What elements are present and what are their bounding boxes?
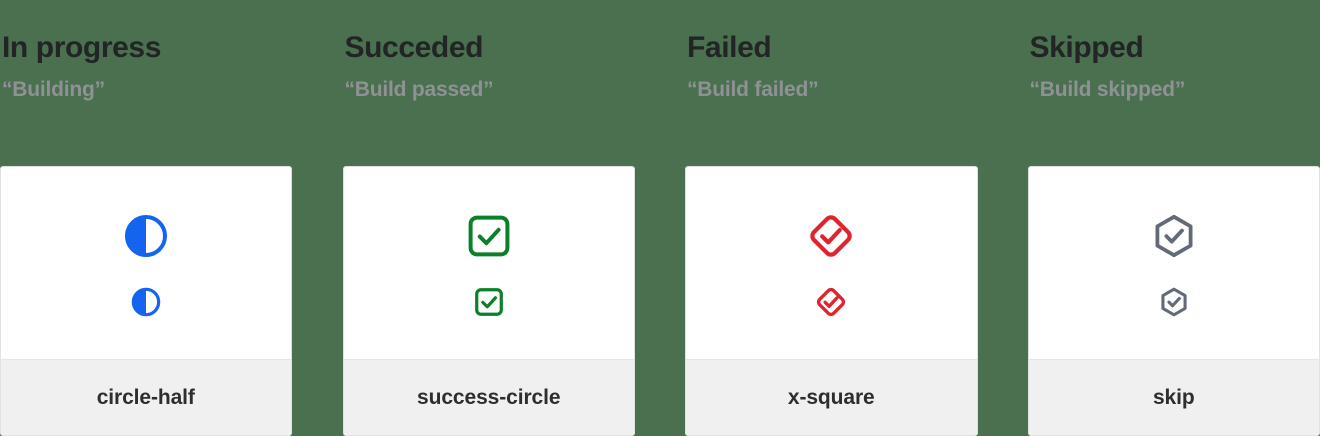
status-column-failed: Failed “Build failed” — [685, 0, 978, 436]
circle-half-icon-small — [130, 286, 162, 318]
page-title: Skipped — [1029, 31, 1144, 64]
column-header: Failed “Build failed” — [685, 0, 978, 166]
skip-icon-small — [1158, 286, 1190, 318]
success-circle-icon — [465, 212, 513, 260]
skip-icon — [1150, 212, 1198, 260]
icon-preview-area — [1, 167, 291, 359]
icon-preview-area — [1029, 167, 1320, 359]
status-column-skipped: Skipped “Build skipped” — [1027, 0, 1320, 436]
x-square-icon — [807, 212, 855, 260]
icon-name-footer: x-square — [686, 359, 977, 435]
icon-preview-area — [344, 167, 635, 359]
column-header: Succeded “Build passed” — [343, 0, 636, 166]
icon-name-footer: skip — [1028, 359, 1319, 435]
icon-card-skip[interactable]: skip — [1027, 166, 1320, 436]
success-circle-icon-small — [473, 286, 505, 318]
icon-name-footer: success-circle — [343, 359, 634, 435]
icon-card-success-circle[interactable]: success-circle — [342, 166, 635, 436]
icon-name-label: success-circle — [417, 385, 561, 409]
column-header: In progress “Building” — [0, 0, 293, 166]
icon-card-circle-half[interactable]: circle-half — [0, 166, 292, 436]
page-title: In progress — [2, 31, 161, 64]
icon-name-footer: circle-half — [1, 359, 291, 435]
column-subtitle: “Building” — [2, 78, 105, 102]
page-title: Succeded — [344, 31, 484, 64]
x-square-icon-small — [815, 286, 847, 318]
status-column-in-progress: In progress “Building” — [0, 0, 293, 436]
icon-preview-area — [686, 167, 977, 359]
page-title: Failed — [687, 31, 772, 64]
icon-name-label: x-square — [787, 385, 875, 409]
status-column-succeded: Succeded “Build passed” — [342, 0, 636, 436]
icon-card-x-square[interactable]: x-square — [685, 166, 978, 436]
circle-half-icon — [122, 212, 170, 260]
column-subtitle: “Build passed” — [344, 78, 494, 102]
icon-name-label: skip — [1152, 385, 1195, 409]
icon-name-label: circle-half — [96, 385, 195, 409]
column-header: Skipped “Build skipped” — [1028, 0, 1320, 166]
column-subtitle: “Build skipped” — [1029, 78, 1186, 102]
column-subtitle: “Build failed” — [687, 78, 819, 102]
